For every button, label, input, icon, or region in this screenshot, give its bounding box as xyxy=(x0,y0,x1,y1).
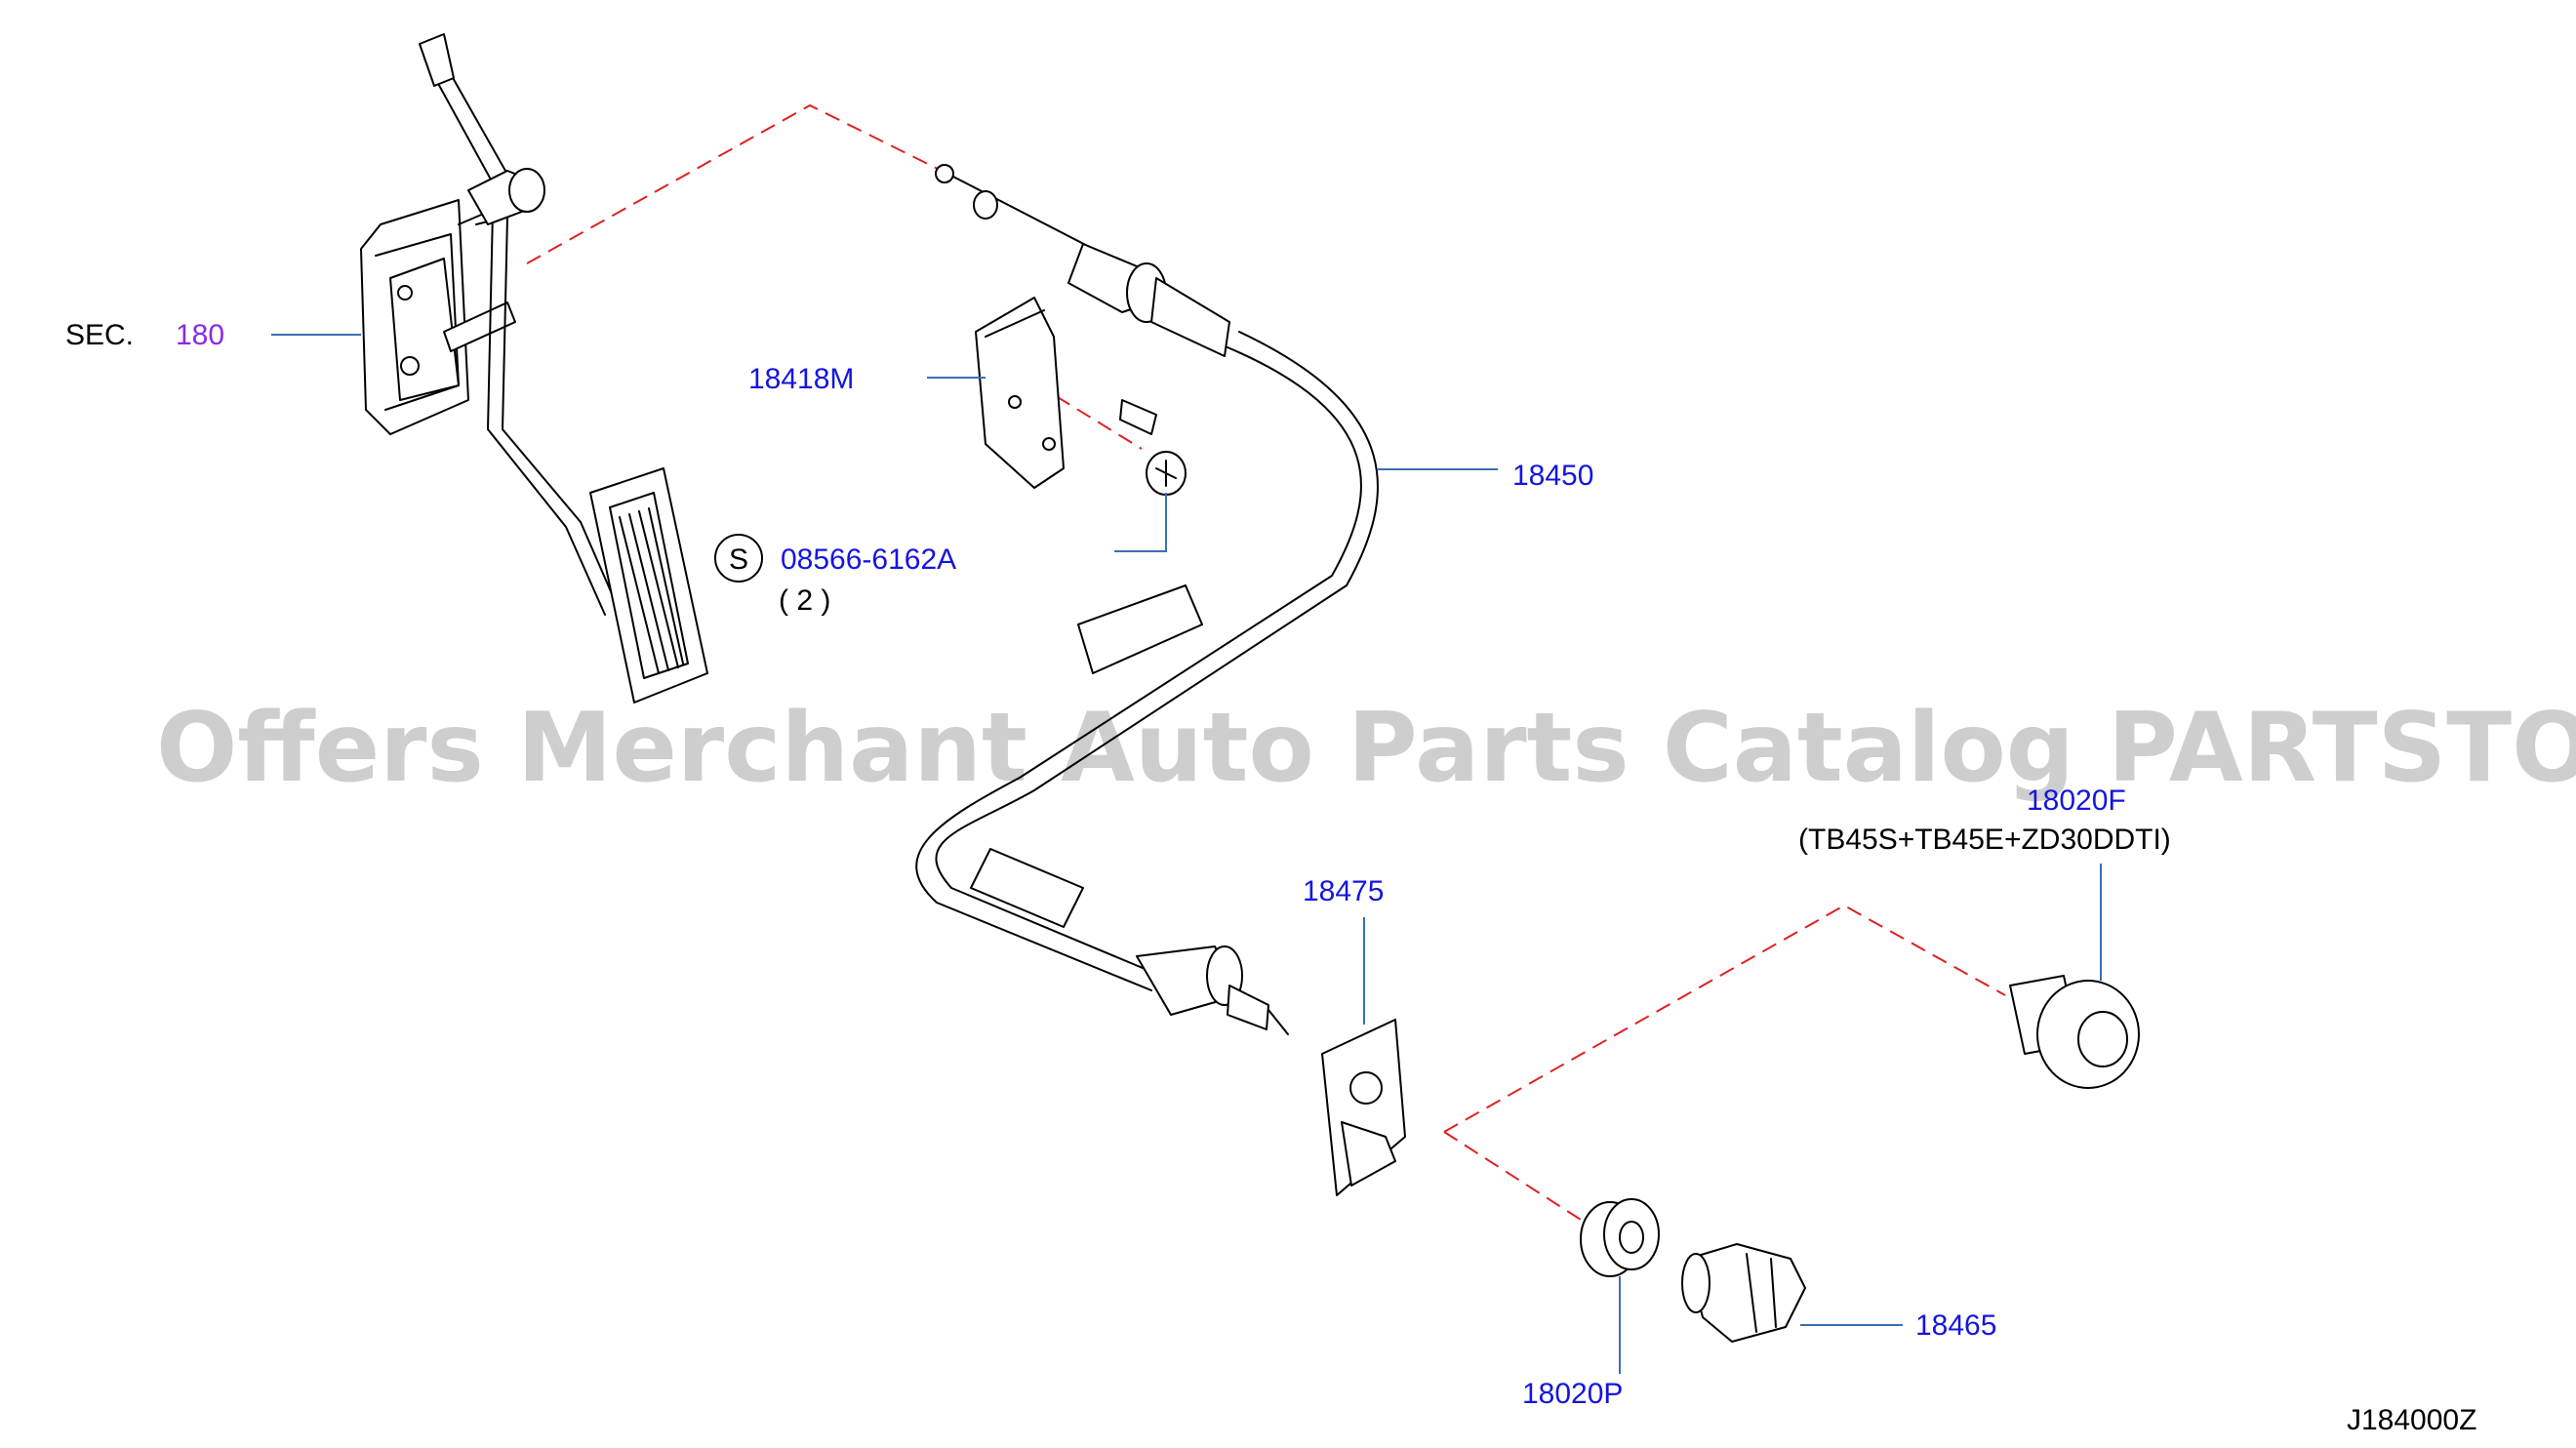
section-prefix-label: SEC. xyxy=(65,319,134,351)
diagram-code: J184000Z xyxy=(2347,1404,2476,1436)
part-labels: SEC. 180 18418M 18450 S 08566-6162A ( 2 … xyxy=(65,319,2476,1436)
bracket-18475 xyxy=(1321,1019,1406,1196)
part-label-18475[interactable]: 18475 xyxy=(1303,875,1384,907)
part-label-18418m[interactable]: 18418M xyxy=(748,363,854,395)
screw-symbol-circle xyxy=(714,534,763,583)
leader-lines xyxy=(271,334,2102,1374)
screw-symbol-letter: S xyxy=(729,543,748,576)
watermark-text: Offers Merchant Auto Parts Catalog PARTS… xyxy=(156,693,2576,804)
accelerator-cable-18450 xyxy=(915,164,1379,1035)
part-label-18465[interactable]: 18465 xyxy=(1915,1309,1996,1342)
assembly-dashed-lines xyxy=(526,103,2006,1221)
screw-quantity: ( 2 ) xyxy=(779,584,830,617)
part-label-18450[interactable]: 18450 xyxy=(1512,460,1593,492)
bracket-18418m xyxy=(975,297,1065,489)
screw-08566-6162a xyxy=(1119,399,1187,496)
part-label-08566-6162a[interactable]: 08566-6162A xyxy=(781,543,956,576)
grommet-18020p xyxy=(1580,1198,1660,1277)
grommet-f-application-note: (TB45S+TB45E+ZD30DDTI) xyxy=(1798,824,2171,856)
accelerator-pedal-assembly xyxy=(360,33,708,704)
section-number-label[interactable]: 180 xyxy=(176,319,224,351)
part-label-18020p[interactable]: 18020P xyxy=(1522,1378,1623,1410)
clip-18465 xyxy=(1681,1243,1806,1343)
grommet-18020f xyxy=(2009,975,2140,1089)
part-label-18020f[interactable]: 18020F xyxy=(2027,784,2126,817)
